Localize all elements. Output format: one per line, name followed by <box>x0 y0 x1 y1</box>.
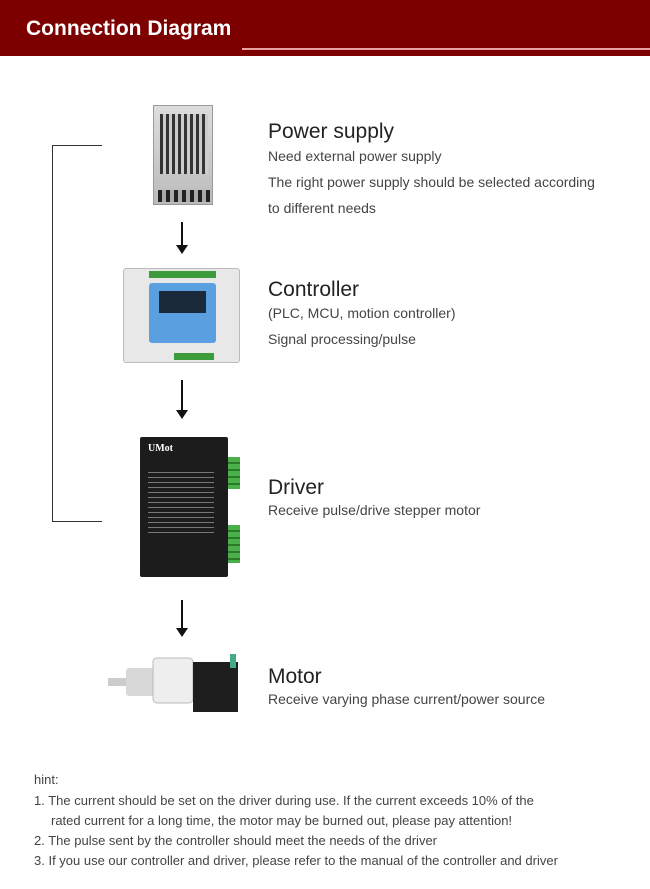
page-title: Connection Diagram <box>26 17 232 40</box>
hint-item: rated current for a long time, the motor… <box>51 813 513 828</box>
step-text: to different needs <box>268 200 376 216</box>
power-supply-image <box>153 105 213 205</box>
arrow-down-icon <box>176 380 188 419</box>
hint-item: 3. If you use our controller and driver,… <box>34 853 558 868</box>
hint-label: hint: <box>34 772 59 787</box>
hint-item: 2. The pulse sent by the controller shou… <box>34 833 437 848</box>
step-title: Motor <box>268 665 322 688</box>
arrow-down-icon <box>176 600 188 637</box>
step-title: Controller <box>268 278 360 301</box>
title-underline <box>242 48 650 50</box>
step-text: (PLC, MCU, motion controller) <box>268 305 456 321</box>
connection-bracket <box>52 145 102 522</box>
step-text: Signal processing/pulse <box>268 331 416 347</box>
controller-image <box>123 268 240 363</box>
step-text: Receive pulse/drive stepper motor <box>268 502 481 518</box>
step-title: Driver <box>268 476 324 499</box>
motor-image <box>108 654 238 712</box>
step-text: The right power supply should be selecte… <box>268 174 595 190</box>
step-text: Need external power supply <box>268 148 442 164</box>
header-banner: Connection Diagram <box>0 0 650 56</box>
arrow-down-icon <box>176 222 188 254</box>
step-title: Power supply <box>268 120 395 143</box>
hint-item: 1. The current should be set on the driv… <box>34 793 534 808</box>
driver-image: UMot <box>140 437 240 577</box>
step-text: Receive varying phase current/power sour… <box>268 691 546 707</box>
